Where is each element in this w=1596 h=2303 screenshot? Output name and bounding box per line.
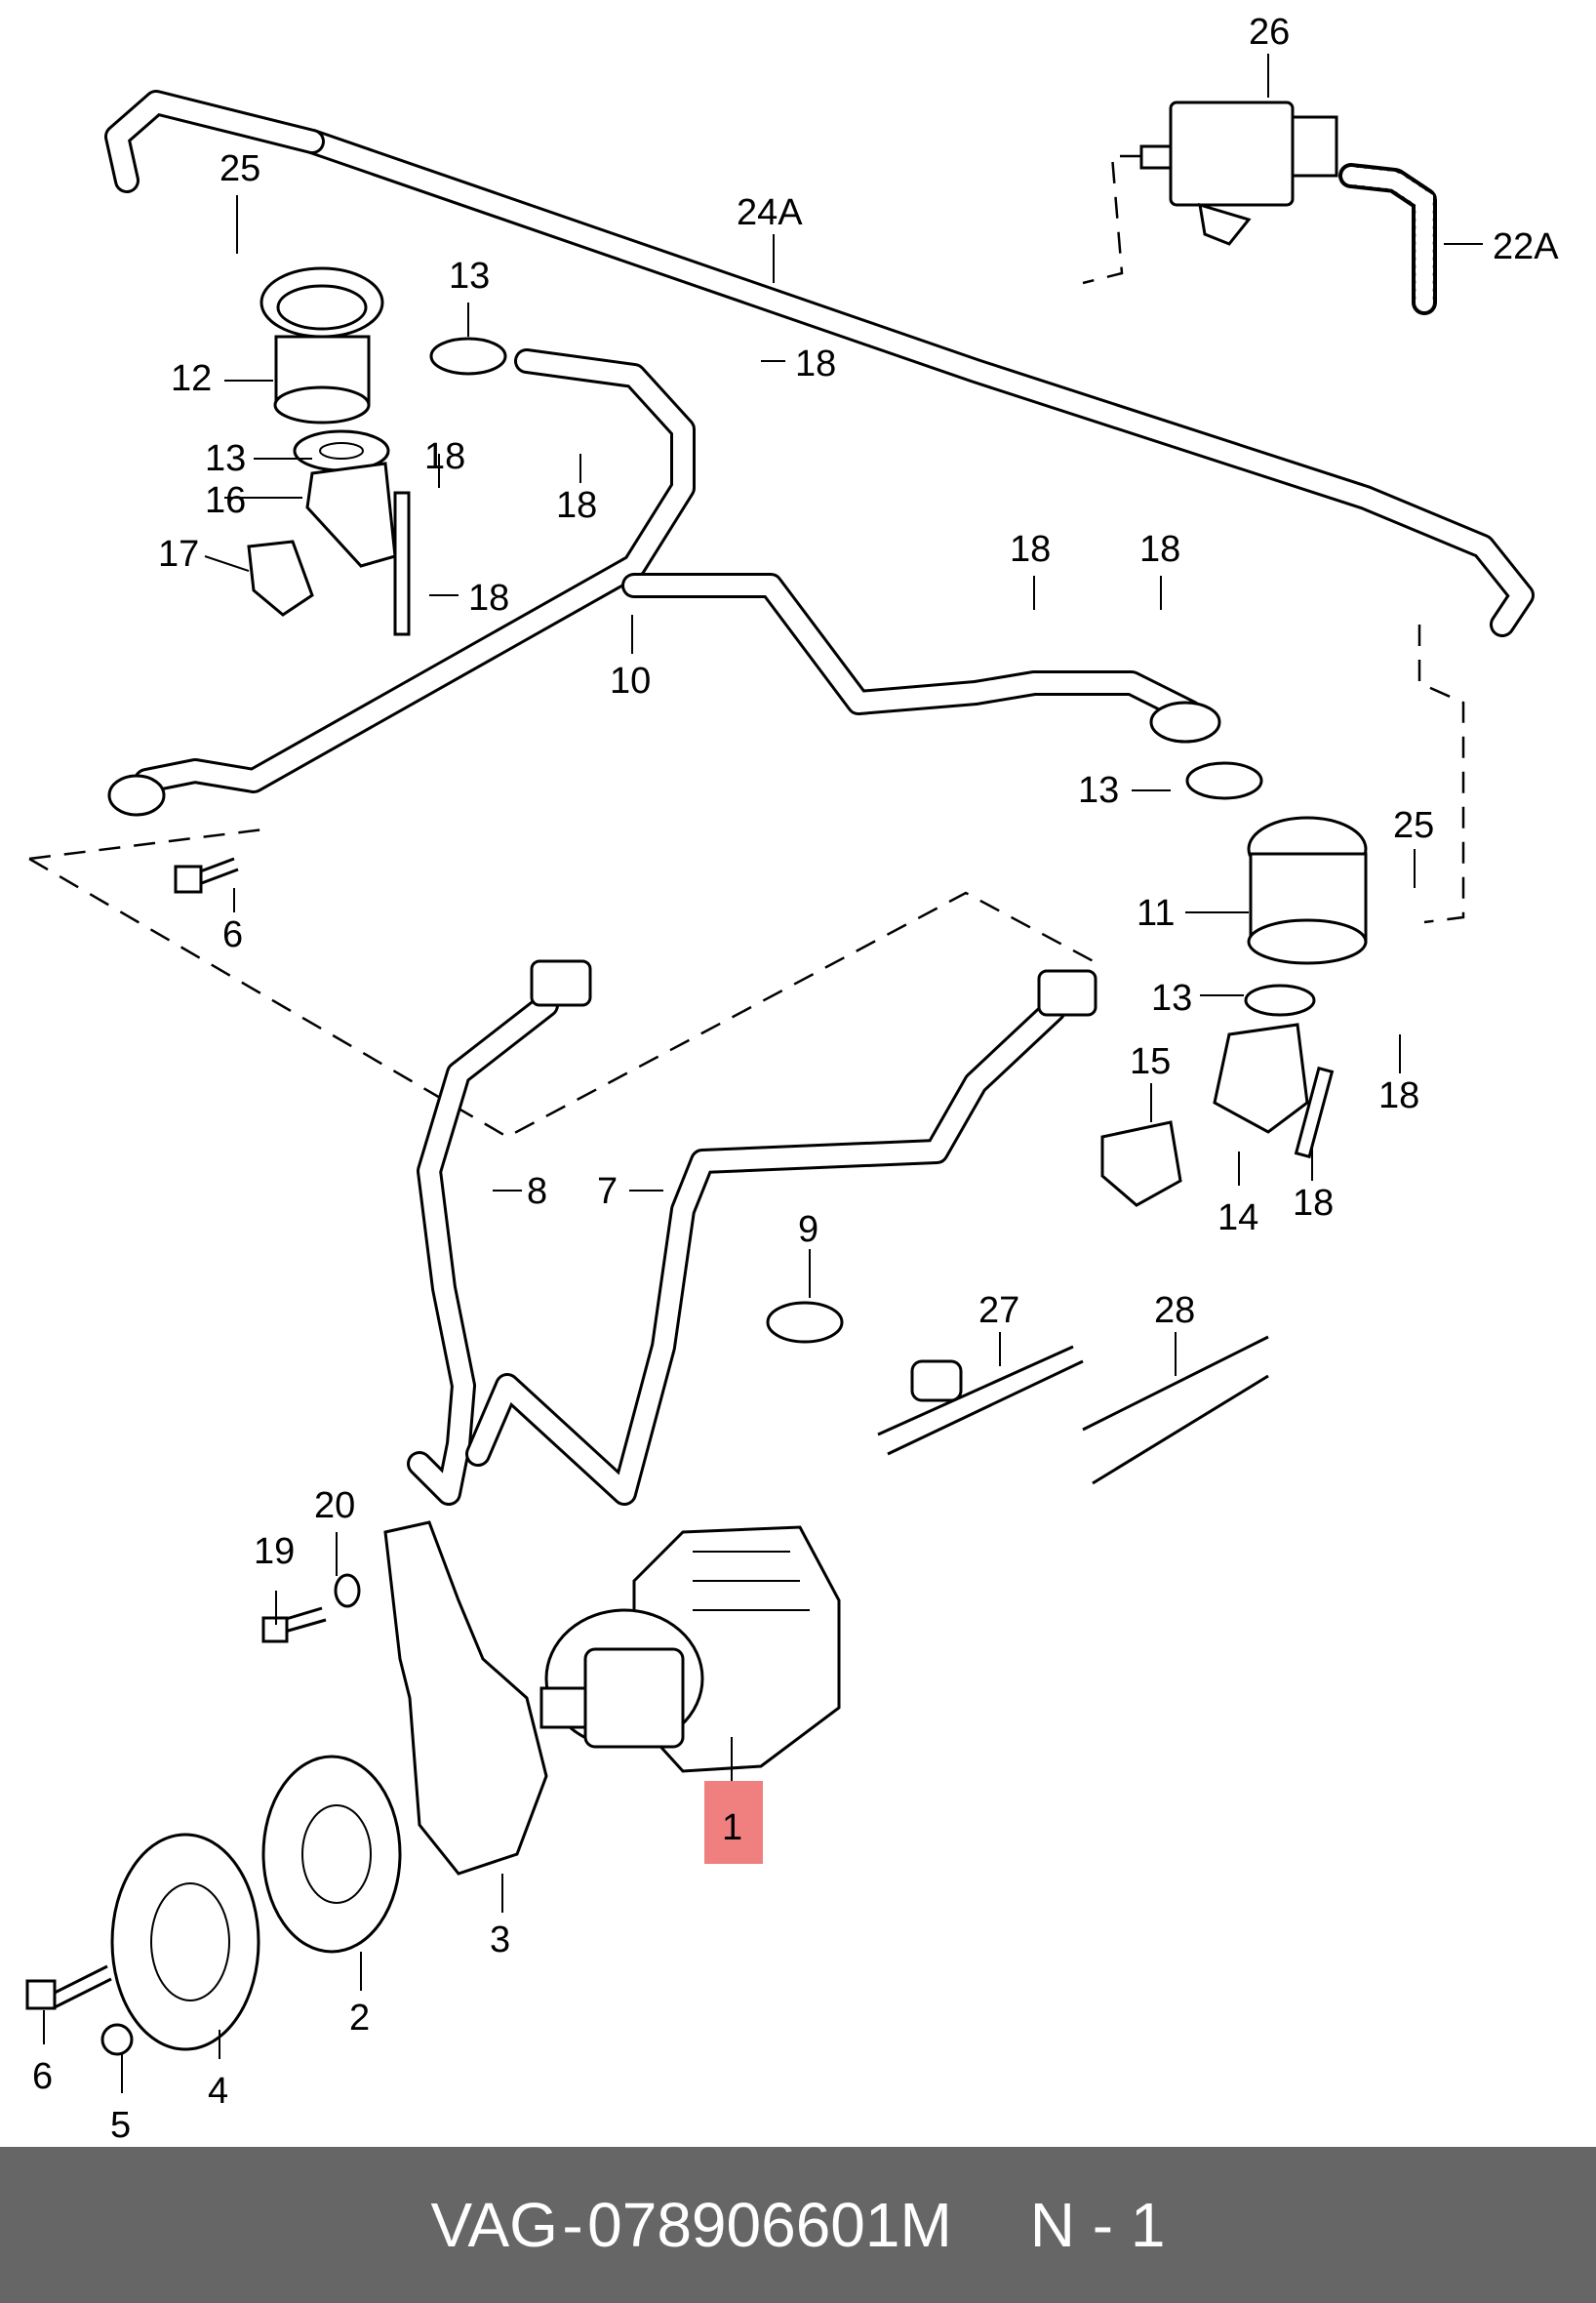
callout-18-h: 18 [1293, 1183, 1334, 1224]
bolt-6-lower [25, 1964, 112, 2010]
clip-28 [1082, 1335, 1269, 1485]
callout-24a: 24A [737, 192, 803, 233]
callout-3: 3 [490, 1919, 510, 1960]
flange-4 [110, 1833, 260, 2051]
callout-25-top: 25 [219, 148, 260, 189]
callout-12: 12 [171, 358, 212, 399]
highlight-box [704, 1781, 763, 1864]
clamp-9 [766, 1301, 844, 1344]
footer-brand: VAG [430, 2190, 558, 2260]
footer-bar: VAG - 078906601M N - 1 [0, 2147, 1596, 2303]
callout-13-d: 13 [1151, 978, 1192, 1019]
callout-17: 17 [158, 534, 199, 575]
vacuum-line-24a [104, 90, 1535, 924]
callout-27: 27 [978, 1290, 1019, 1331]
assembly-boundary [28, 828, 1103, 1139]
callout-18-d: 18 [468, 578, 509, 619]
callout-9: 9 [798, 1209, 818, 1250]
callout-7: 7 [597, 1171, 618, 1212]
parts-diagram: 26 22A 24A 25 13 12 18 13 18 16 18 17 18… [25, 12, 1559, 2146]
callout-8: 8 [527, 1171, 547, 1212]
callout-5: 5 [110, 2105, 131, 2146]
callout-16: 16 [205, 480, 246, 521]
hose-7 [465, 969, 1097, 1506]
clip-27 [877, 1345, 1084, 1456]
callout-26: 26 [1249, 12, 1290, 53]
callout-1: 1 [722, 1807, 742, 1848]
hose-22a [1338, 163, 1437, 315]
nut-5 [100, 2023, 134, 2056]
pipe-10 [107, 348, 1203, 817]
callout-13-a: 13 [449, 256, 490, 297]
bolt-19 [261, 1606, 327, 1643]
callout-6-top: 6 [222, 914, 243, 955]
callout-25-right: 25 [1393, 805, 1434, 846]
callout-11: 11 [1137, 893, 1175, 934]
footer-part-number: 078906601M [587, 2190, 952, 2260]
callout-10: 10 [610, 661, 651, 702]
callout-13-c: 13 [1078, 770, 1119, 811]
callout-labels: 26 22A 24A 25 13 12 18 13 18 16 18 17 18… [32, 12, 1559, 2146]
hose-8 [407, 959, 592, 1506]
callout-20: 20 [314, 1485, 355, 1526]
callout-18-f: 18 [1139, 529, 1180, 570]
footer-separator: - [562, 2190, 583, 2260]
callout-28: 28 [1154, 1290, 1195, 1331]
callout-18-e: 18 [1010, 529, 1051, 570]
solenoid-valve-26 [1082, 101, 1338, 285]
leader-lines [43, 54, 1483, 2093]
callout-4: 4 [208, 2071, 228, 2112]
secondary-air-pump-1 [539, 1525, 841, 1773]
bolt-6-upper [174, 857, 239, 894]
bracket-3 [383, 1520, 548, 1876]
callout-14: 14 [1217, 1197, 1258, 1238]
gasket-2 [261, 1755, 402, 1954]
callout-13-b: 13 [205, 438, 246, 479]
callout-22a: 22A [1493, 226, 1559, 267]
footer-page-ref: N - 1 [1029, 2190, 1166, 2260]
callout-18-a: 18 [795, 343, 836, 384]
washer-20 [334, 1573, 361, 1608]
callout-2: 2 [349, 1998, 370, 2039]
combi-valve-12 [247, 266, 507, 636]
callout-19: 19 [254, 1531, 295, 1572]
combi-valve-11 [1100, 701, 1368, 1207]
callout-15: 15 [1130, 1041, 1171, 1082]
callout-18-g: 18 [1378, 1075, 1419, 1116]
callout-18-b: 18 [424, 436, 465, 477]
callout-18-c: 18 [556, 485, 597, 526]
callout-6-bottom: 6 [32, 2056, 53, 2097]
